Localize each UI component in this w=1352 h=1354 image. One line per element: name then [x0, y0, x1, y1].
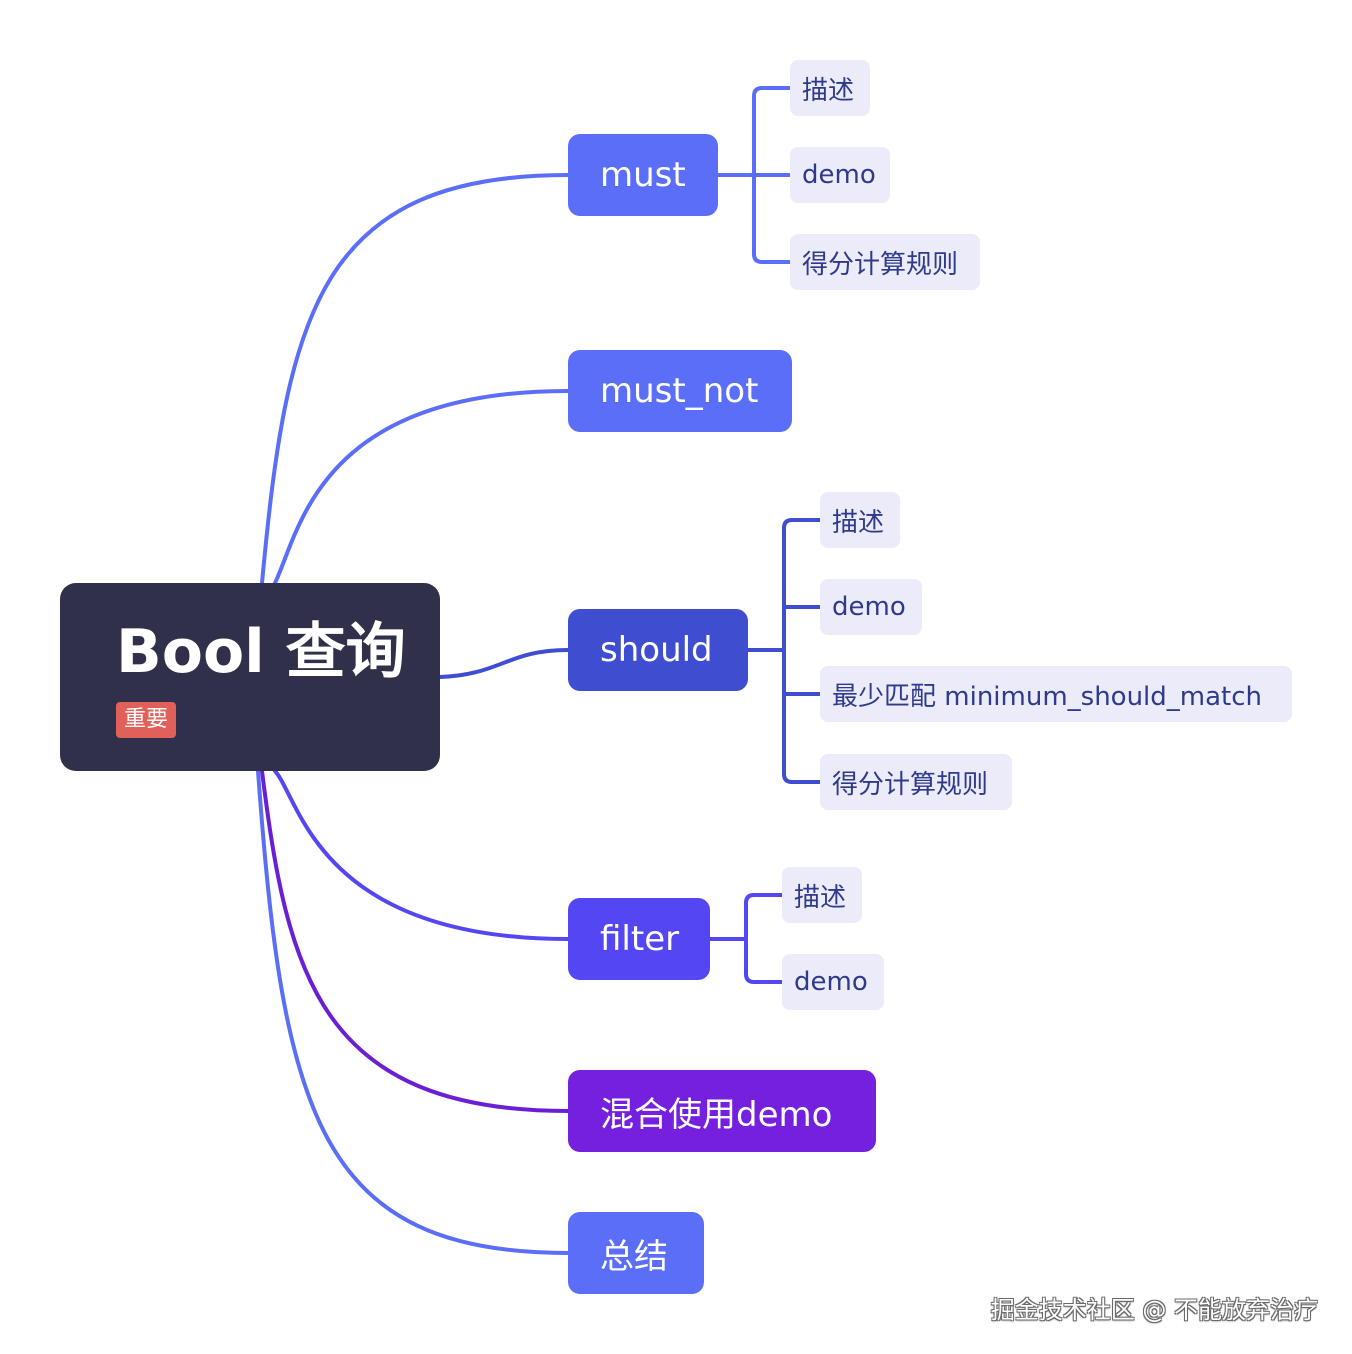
- leaf-must-description[interactable]: 描述: [790, 60, 870, 116]
- link-leaf-2-0: [782, 518, 822, 530]
- branch-should[interactable]: should: [568, 609, 748, 691]
- link-root-to-branch-3: [273, 769, 570, 941]
- link-leaf-0-2: [752, 252, 792, 264]
- watermark: 掘金技术社区 @ 不能放弃治疗: [990, 1296, 1318, 1324]
- importance-tag: 重要: [116, 702, 177, 738]
- leaf-should-scoring-rules[interactable]: 得分计算规则: [820, 754, 1012, 810]
- leaf-filter-demo[interactable]: demo: [782, 954, 884, 1010]
- link-leaf-3-0: [744, 893, 784, 905]
- branch-must-not[interactable]: must_not: [568, 350, 792, 432]
- link-root-to-branch-0: [260, 173, 570, 585]
- branch-summary[interactable]: 总结: [568, 1212, 704, 1294]
- link-leaf-2-3: [782, 772, 822, 784]
- leaf-should-description[interactable]: 描述: [820, 492, 900, 548]
- root-node[interactable]: Bool 查询 重要: [60, 583, 440, 771]
- leaf-should-minimum-should-match[interactable]: 最少匹配 minimum_should_match: [820, 666, 1292, 722]
- branch-mixed-demo[interactable]: 混合使用demo: [568, 1070, 876, 1152]
- branch-filter[interactable]: filter: [568, 898, 710, 980]
- leaf-filter-description[interactable]: 描述: [782, 867, 862, 923]
- leaf-should-demo[interactable]: demo: [820, 579, 922, 635]
- link-root-to-branch-4: [260, 769, 570, 1113]
- root-title: Bool 查询: [116, 617, 406, 687]
- link-root-to-branch-2: [438, 648, 570, 679]
- link-leaf-0-0: [752, 86, 792, 98]
- link-root-to-branch-1: [273, 389, 570, 585]
- link-leaf-3-1: [744, 972, 784, 984]
- leaf-must-scoring-rules[interactable]: 得分计算规则: [790, 234, 980, 290]
- branch-must[interactable]: must: [568, 134, 718, 216]
- link-root-to-branch-5: [256, 769, 570, 1255]
- leaf-must-demo[interactable]: demo: [790, 147, 890, 203]
